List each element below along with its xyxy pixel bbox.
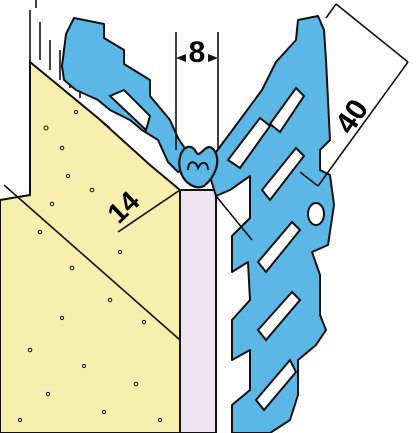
mesh-opening — [268, 86, 306, 134]
dimension-width-label: 8 — [189, 36, 206, 69]
dimension-height-label: 40 — [329, 94, 375, 140]
left-wing-slot — [108, 88, 152, 132]
right-wing-body — [207, 15, 335, 433]
mesh-opening — [256, 290, 302, 342]
circle-hole-icon — [307, 202, 325, 226]
corner-core-strip — [179, 189, 217, 433]
mesh-opening — [254, 358, 298, 412]
mesh-opening — [260, 146, 306, 202]
dimension-arrows — [176, 54, 218, 62]
profile-nose-inner — [187, 161, 209, 171]
profile-right-wing — [178, 15, 335, 433]
mesh-opening — [226, 116, 272, 170]
dimension-lines — [117, 3, 409, 241]
mesh-opening — [256, 220, 302, 274]
plaster-stipple — [17, 109, 163, 423]
